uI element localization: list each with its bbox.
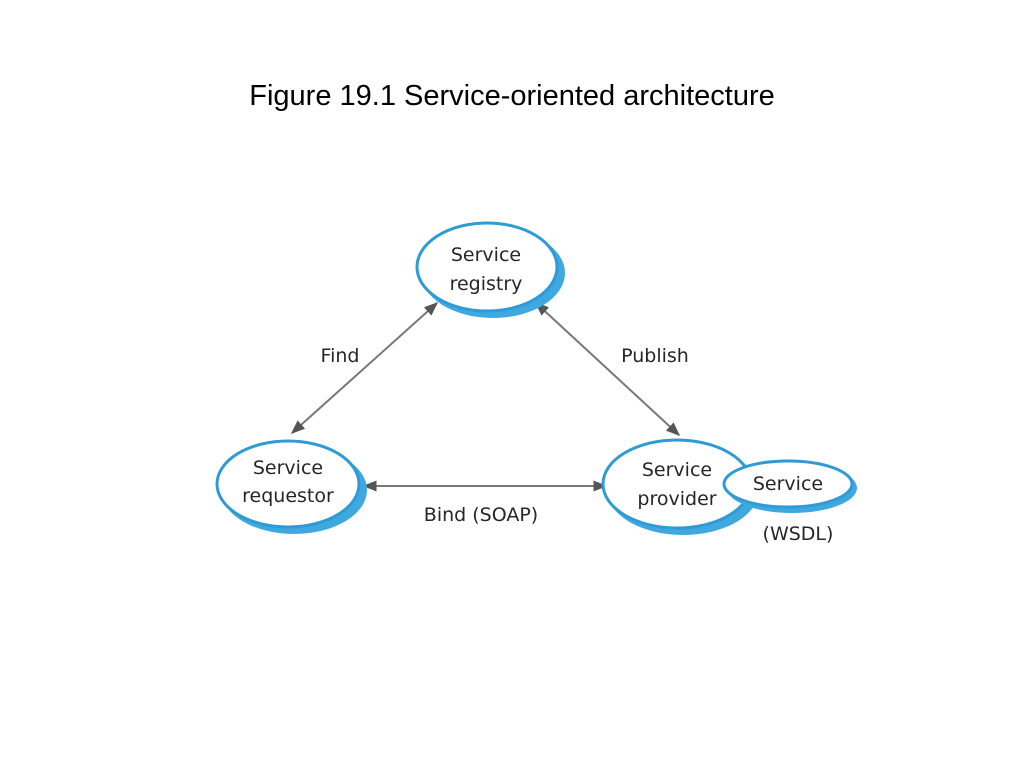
slide-title: Figure 19.1 Service-oriented architectur… — [249, 80, 775, 112]
wsdl-annotation: (WSDL) — [763, 523, 834, 545]
service-registry-ellipse — [415, 221, 559, 313]
bind-label: Bind (SOAP) — [424, 504, 538, 526]
service-requestor-ellipse — [215, 439, 361, 529]
service-registry-label-line1: Service — [451, 244, 521, 266]
service-wsdl-label: Service — [753, 473, 823, 495]
service-wsdl-ellipse — [722, 459, 854, 509]
service-requestor-label-line2: requestor — [242, 485, 334, 507]
find-arrow — [290, 302, 439, 434]
publish-label: Publish — [621, 345, 689, 367]
service-provider-label-line1: Service — [642, 459, 712, 481]
service-registry-node: Service registry — [415, 221, 565, 318]
service-requestor-node: Service requestor — [215, 439, 367, 534]
service-wsdl-node: Service — [722, 459, 857, 513]
find-label: Find — [321, 345, 360, 367]
publish-arrow — [534, 302, 681, 436]
service-registry-label-line2: registry — [450, 273, 523, 295]
service-provider-label-line2: provider — [637, 488, 716, 510]
service-requestor-label-line1: Service — [253, 457, 323, 479]
